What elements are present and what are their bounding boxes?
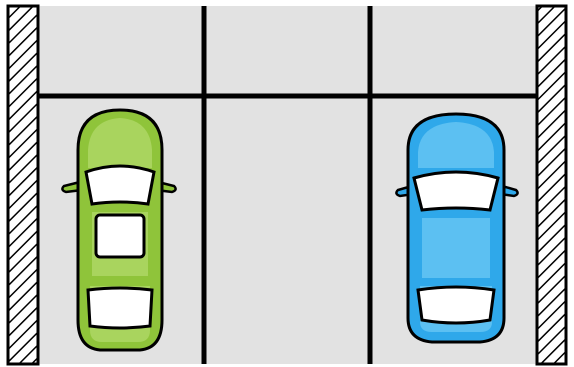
green-car[interactable]: [62, 110, 175, 350]
left-wall: [8, 6, 38, 364]
windshield: [414, 172, 498, 210]
sunroof: [96, 215, 144, 257]
right-wall: [537, 6, 566, 364]
windshield: [86, 166, 154, 204]
rear-window: [418, 287, 494, 323]
rear-window: [88, 288, 152, 328]
roof-highlight: [422, 218, 490, 278]
blue-car[interactable]: [396, 114, 517, 342]
